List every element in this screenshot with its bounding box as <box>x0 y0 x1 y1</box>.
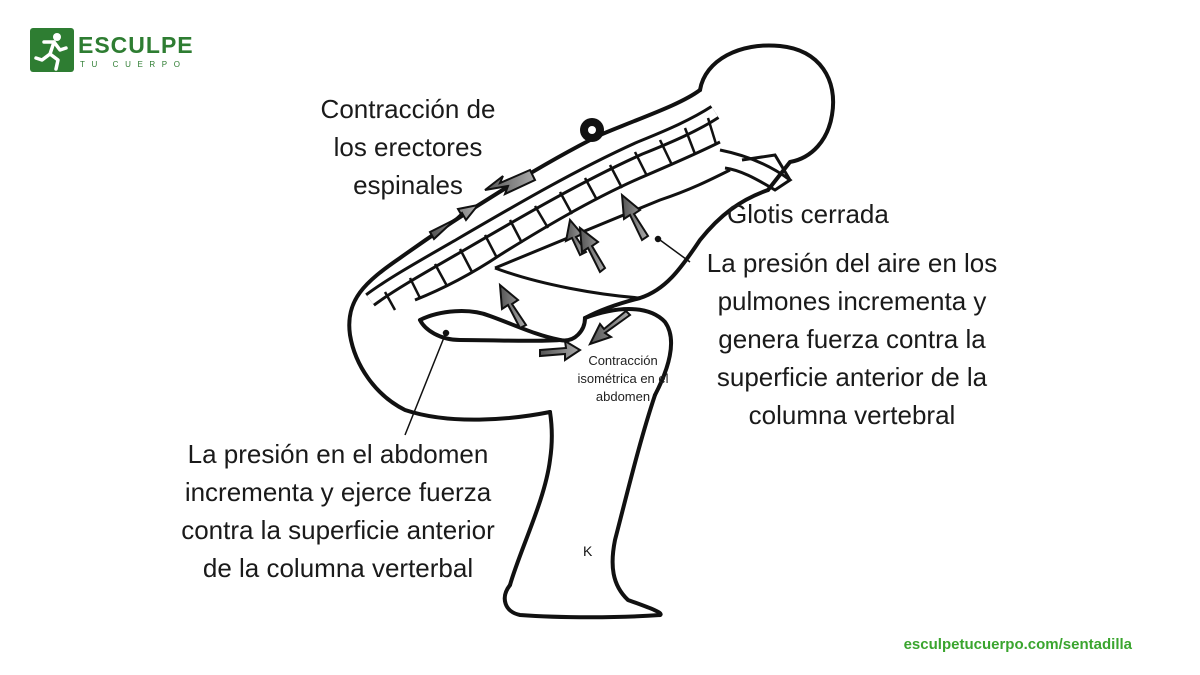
arrow-erector-upper <box>484 168 537 196</box>
leader-lines <box>404 235 691 436</box>
force-arrows <box>428 168 650 362</box>
body-outline <box>347 43 836 620</box>
barbell-icon <box>580 118 604 142</box>
torso-cavities <box>494 148 793 300</box>
artist-signature: K <box>583 543 593 559</box>
brand-logo: ESCULPE TU CUERPO <box>30 28 210 74</box>
label-presion-abdomen: La presión en el abdomen incrementa y ej… <box>181 439 495 583</box>
arrow-abdomen-3 <box>588 309 632 346</box>
arrow-abdomen-2 <box>539 339 582 362</box>
arrow-lung-2 <box>578 225 607 274</box>
spine <box>365 105 721 311</box>
footer-url[interactable]: esculpetucuerpo.com/sentadilla <box>903 636 1132 653</box>
arrow-abdomen-1 <box>498 282 528 330</box>
arrow-lung-3 <box>620 192 650 242</box>
runner-logo-icon <box>30 28 74 72</box>
logo-tagline: TU CUERPO <box>80 60 187 69</box>
label-erectores: Contracción de los erectores espinales <box>320 94 496 200</box>
label-presion-aire: La presión del aire en los pulmones incr… <box>706 248 998 430</box>
arrow-erector-lower <box>428 203 481 241</box>
label-contraccion-abdomen: Contracción isométrica en el abdomen <box>577 353 669 404</box>
label-glotis: Glotis cerrada <box>727 199 889 229</box>
logo-name: ESCULPE <box>78 32 194 58</box>
